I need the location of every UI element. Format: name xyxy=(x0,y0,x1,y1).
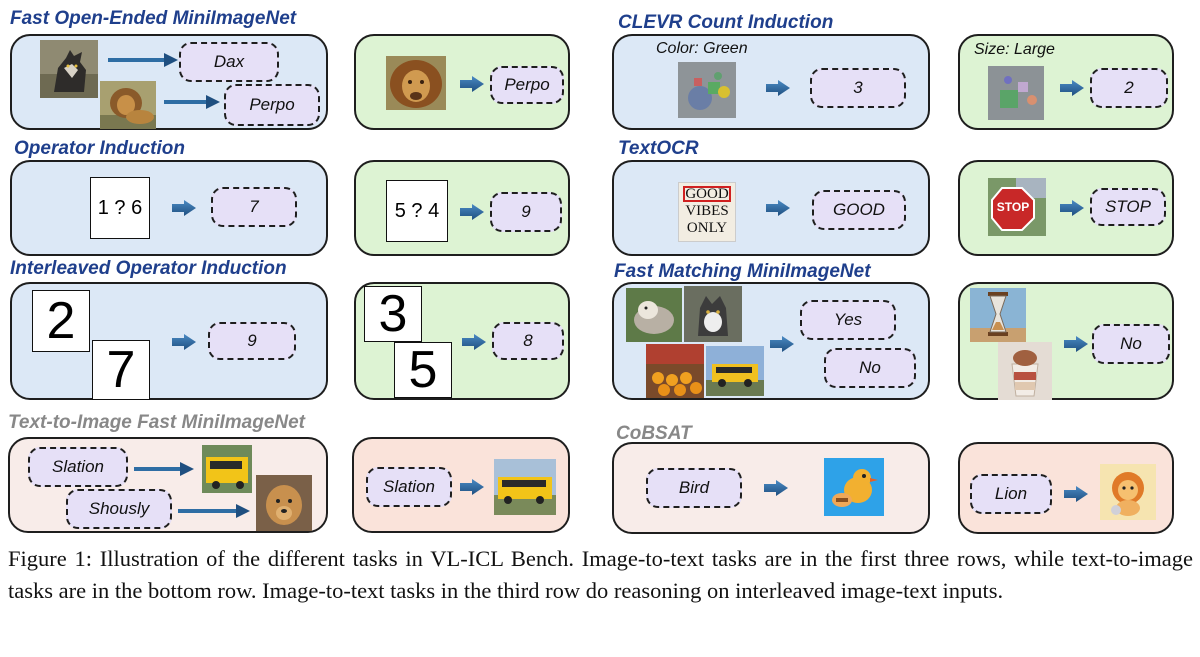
arrow-line-icon xyxy=(108,53,178,67)
lion-image xyxy=(100,81,156,129)
stop-sign-image: STOP xyxy=(988,178,1046,236)
good-vibes-sign-image: GOOD VIBES ONLY xyxy=(678,182,736,242)
school-bus-image xyxy=(494,459,556,515)
section-title-operator-induction: Operator Induction xyxy=(14,138,185,159)
label-count-2: 2 xyxy=(1090,68,1168,108)
arrow-icon xyxy=(172,200,196,216)
arrow-icon xyxy=(460,76,484,92)
digit-tile: 5 xyxy=(394,341,452,399)
arrow-icon xyxy=(766,200,790,216)
digit-tile: 7 xyxy=(92,340,150,400)
label-stop: STOP xyxy=(1090,188,1166,226)
dog-image xyxy=(684,286,742,342)
label-lion: Lion xyxy=(970,474,1052,514)
label-answer-9: 9 xyxy=(208,322,296,360)
arrow-icon xyxy=(1064,336,1088,352)
condition-size: Size: Large xyxy=(974,41,1055,58)
arrow-icon xyxy=(766,80,790,96)
arrow-icon xyxy=(462,334,486,350)
section-title-textocr: TextOCR xyxy=(618,138,699,159)
label-yes: Yes xyxy=(800,300,896,340)
sign-line: GOOD xyxy=(685,186,729,202)
golden-retriever-image xyxy=(256,475,312,531)
orange-cart-image xyxy=(646,344,704,398)
label-slation-query: Slation xyxy=(366,467,452,507)
arrow-icon xyxy=(1064,486,1088,502)
label-perpo-query: Perpo xyxy=(490,66,564,104)
arrow-icon xyxy=(1060,200,1084,216)
operator-expression-tile: 1 ? 6 xyxy=(90,177,150,239)
sign-line: VIBES xyxy=(685,203,729,219)
support-panel-fast-matching: Yes No xyxy=(612,282,930,400)
label-count-3: 3 xyxy=(810,68,906,108)
hourglass-image xyxy=(970,288,1026,342)
arrow-icon xyxy=(764,480,788,496)
query-panel-clevr: Size: Large 2 xyxy=(958,34,1174,130)
digit-tile: 3 xyxy=(364,285,422,343)
section-title-text-to-image: Text-to-Image Fast MiniImageNet xyxy=(8,412,306,433)
condition-color: Color: Green xyxy=(656,40,748,57)
label-shously: Shously xyxy=(66,489,172,529)
arrow-line-icon xyxy=(134,462,194,476)
section-title-interleaved-operator: Interleaved Operator Induction xyxy=(10,258,287,279)
school-bus-image xyxy=(202,445,252,493)
support-panel-fast-open-ended: Dax Perpo xyxy=(10,34,328,130)
wolf-image xyxy=(40,40,98,98)
digit-tile: 2 xyxy=(32,290,90,352)
support-panel-operator: 1 ? 6 7 xyxy=(10,160,328,256)
arrow-icon xyxy=(172,334,196,350)
sign-line: ONLY xyxy=(686,220,728,236)
support-panel-cobsat: Bird xyxy=(612,442,930,534)
cartoon-bird-image xyxy=(824,458,884,516)
label-answer-8: 8 xyxy=(492,322,564,360)
label-answer-7: 7 xyxy=(211,187,297,227)
section-title-cobsat: CoBSAT xyxy=(616,423,692,444)
label-good: GOOD xyxy=(812,190,906,230)
query-panel-cobsat: Lion xyxy=(958,442,1174,534)
label-bird: Bird xyxy=(646,468,742,508)
support-panel-textocr: GOOD VIBES ONLY GOOD xyxy=(612,160,930,256)
support-panel-interleaved: 2 7 9 xyxy=(10,282,328,400)
query-panel-operator: 5 ? 4 9 xyxy=(354,160,570,256)
support-panel-text-to-image: Slation Shously xyxy=(8,437,328,533)
arrow-line-icon xyxy=(178,504,250,518)
label-no: No xyxy=(824,348,916,388)
section-title-fast-open-ended: Fast Open-Ended MiniImageNet xyxy=(10,8,297,29)
query-panel-fast-open-ended: Perpo xyxy=(354,34,570,130)
query-panel-textocr: STOP STOP xyxy=(958,160,1174,256)
arrow-icon xyxy=(770,336,794,352)
lion-query-image xyxy=(386,56,446,110)
section-title-fast-matching: Fast Matching MiniImageNet xyxy=(614,261,871,282)
dog-image xyxy=(626,288,682,342)
school-bus-image xyxy=(706,346,764,396)
label-slation: Slation xyxy=(28,447,128,487)
figure-caption: Figure 1: Illustration of the different … xyxy=(8,546,1193,603)
arrow-icon xyxy=(460,479,484,495)
arrow-icon xyxy=(460,204,484,220)
section-title-clevr-count: CLEVR Count Induction xyxy=(618,12,834,33)
arrow-icon xyxy=(1060,80,1084,96)
dessert-image xyxy=(998,342,1052,400)
query-panel-text-to-image: Slation xyxy=(352,437,570,533)
operator-expression-tile: 5 ? 4 xyxy=(386,180,448,242)
clevr-scene-image xyxy=(988,66,1044,120)
stop-sign-text: STOP xyxy=(996,200,1030,214)
support-panel-clevr: Color: Green 3 xyxy=(612,34,930,130)
query-panel-interleaved: 3 5 8 xyxy=(354,282,570,400)
arrow-line-icon xyxy=(164,95,220,109)
query-panel-fast-matching: No xyxy=(958,282,1174,400)
cartoon-lion-image xyxy=(1100,464,1156,520)
label-no-query: No xyxy=(1092,324,1170,364)
label-answer-9: 9 xyxy=(490,192,562,232)
label-dax: Dax xyxy=(179,42,279,82)
clevr-scene-image xyxy=(678,62,736,118)
label-perpo: Perpo xyxy=(224,84,320,126)
